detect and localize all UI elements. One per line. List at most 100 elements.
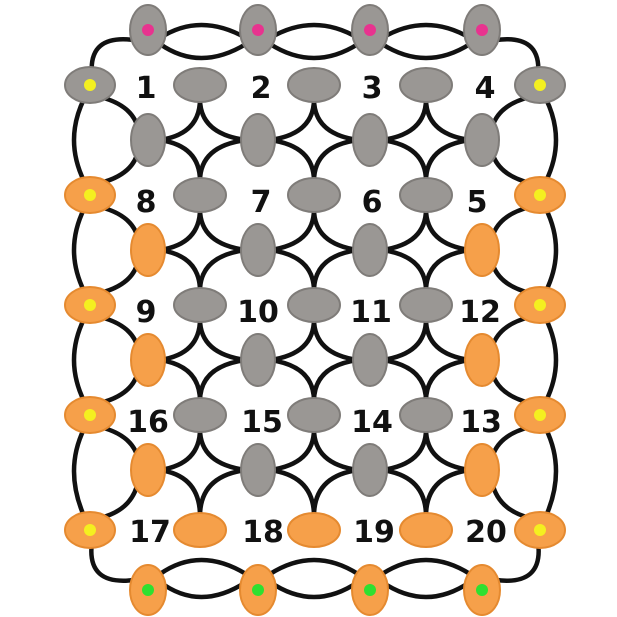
thread-net <box>311 247 361 294</box>
thread-outer-loop <box>71 206 87 294</box>
thread-outer-loop <box>543 206 559 294</box>
step-numbers: 1 2 3 4 8 7 6 5 9 10 11 12 16 15 14 13 1… <box>127 71 507 550</box>
thread-edge-arc <box>493 539 541 583</box>
thread-edge <box>489 149 533 186</box>
thread-edge <box>489 369 533 406</box>
thread-net <box>423 467 473 519</box>
bead-vertical-row4-2 <box>240 443 276 497</box>
bead-vertical-row1-3 <box>352 113 388 167</box>
thread-net <box>267 96 317 143</box>
bead-edge-left-row3 <box>64 286 116 324</box>
bead-edge-left-row5 <box>64 511 116 549</box>
thread-net <box>197 467 249 519</box>
bead-vertical-row1-2 <box>240 113 276 167</box>
thread-top-arc <box>379 41 473 61</box>
thread-edge <box>97 94 141 131</box>
step-number-11: 11 <box>350 295 392 330</box>
bead-horizontal-row5-2 <box>287 512 341 548</box>
bead-edge-right-row2 <box>514 176 566 214</box>
bead-bottom-1 <box>129 564 167 616</box>
thread-net <box>379 137 429 184</box>
thread-edge <box>97 314 141 351</box>
bead-vertical-row3-3 <box>352 333 388 387</box>
thread-net <box>423 426 473 473</box>
thread-top-arc <box>267 41 361 61</box>
bead-vertical-row3-4 <box>464 333 500 387</box>
bead-vertical-row2-4 <box>464 223 500 277</box>
thread-edge <box>489 479 533 521</box>
step-number-10: 10 <box>237 295 279 330</box>
bead-edge-right-row4 <box>514 396 566 434</box>
bead-horizontal-row1-2 <box>287 67 341 103</box>
bead-bottom-4 <box>463 564 501 616</box>
thread-net <box>197 247 249 294</box>
thread-net <box>267 137 317 184</box>
bead-vertical-row4-1 <box>130 443 166 497</box>
thread-net <box>267 357 317 404</box>
thread-net <box>311 357 361 404</box>
thread-net <box>157 357 203 404</box>
bead-top-1 <box>129 4 167 56</box>
thread-net <box>423 357 473 404</box>
thread-outer-loop <box>543 316 559 404</box>
bead-edge-right-row3 <box>514 286 566 324</box>
thread-top-arc <box>267 22 361 41</box>
bead-horizontal-row2-3 <box>399 177 453 213</box>
thread-net <box>311 426 361 473</box>
bead-horizontal-row4-1 <box>173 397 227 433</box>
thread-net <box>423 96 473 143</box>
bead-bottom-3 <box>351 564 389 616</box>
step-number-15: 15 <box>241 405 283 440</box>
beads <box>64 4 566 616</box>
thread-net <box>267 467 317 519</box>
thread-top-arc <box>157 22 249 41</box>
step-number-7: 7 <box>251 185 272 220</box>
step-number-8: 8 <box>136 185 157 220</box>
bead-horizontal-row3-3 <box>399 287 453 323</box>
thread-outer-loop <box>71 316 87 404</box>
thread-net <box>379 247 429 294</box>
thread-edge <box>97 369 141 406</box>
thread-net <box>423 247 473 294</box>
step-number-14: 14 <box>351 405 393 440</box>
thread-net <box>197 96 249 143</box>
bead-horizontal-row2-1 <box>173 177 227 213</box>
thread-edge-arc <box>89 539 137 583</box>
bead-vertical-row4-4 <box>464 443 500 497</box>
thread-net <box>311 137 361 184</box>
thread-bottom-arc <box>157 579 249 600</box>
thread-net <box>311 316 361 363</box>
thread-net <box>311 96 361 143</box>
thread-net <box>197 316 249 363</box>
bead-horizontal-row1-3 <box>399 67 453 103</box>
bead-horizontal-row5-3 <box>399 512 453 548</box>
bead-vertical-row2-1 <box>130 223 166 277</box>
thread-net <box>157 206 203 253</box>
thread-net <box>197 426 249 473</box>
thread-edge <box>97 259 141 296</box>
thread-net <box>267 206 317 253</box>
thread-net <box>267 247 317 294</box>
step-number-6: 6 <box>362 185 383 220</box>
thread-edge <box>97 149 141 186</box>
bead-vertical-row3-2 <box>240 333 276 387</box>
thread-outer-loop <box>71 426 87 519</box>
bead-bottom-2 <box>239 564 277 616</box>
thread-bottom-arc <box>267 579 361 600</box>
step-number-20: 20 <box>465 515 507 550</box>
bead-top-3 <box>351 4 389 56</box>
bead-edge-left-row4 <box>64 396 116 434</box>
thread-top-arc <box>379 22 473 41</box>
thread-net <box>157 467 203 519</box>
bead-vertical-row2-3 <box>352 223 388 277</box>
bead-edge-left-row1 <box>64 66 116 104</box>
step-number-1: 1 <box>136 71 157 106</box>
thread-net <box>197 206 249 253</box>
bead-top-2 <box>239 4 277 56</box>
thread-edge <box>489 259 533 296</box>
thread-net <box>379 206 429 253</box>
bead-vertical-row2-2 <box>240 223 276 277</box>
thread-net <box>157 247 203 294</box>
step-number-17: 17 <box>129 515 171 550</box>
